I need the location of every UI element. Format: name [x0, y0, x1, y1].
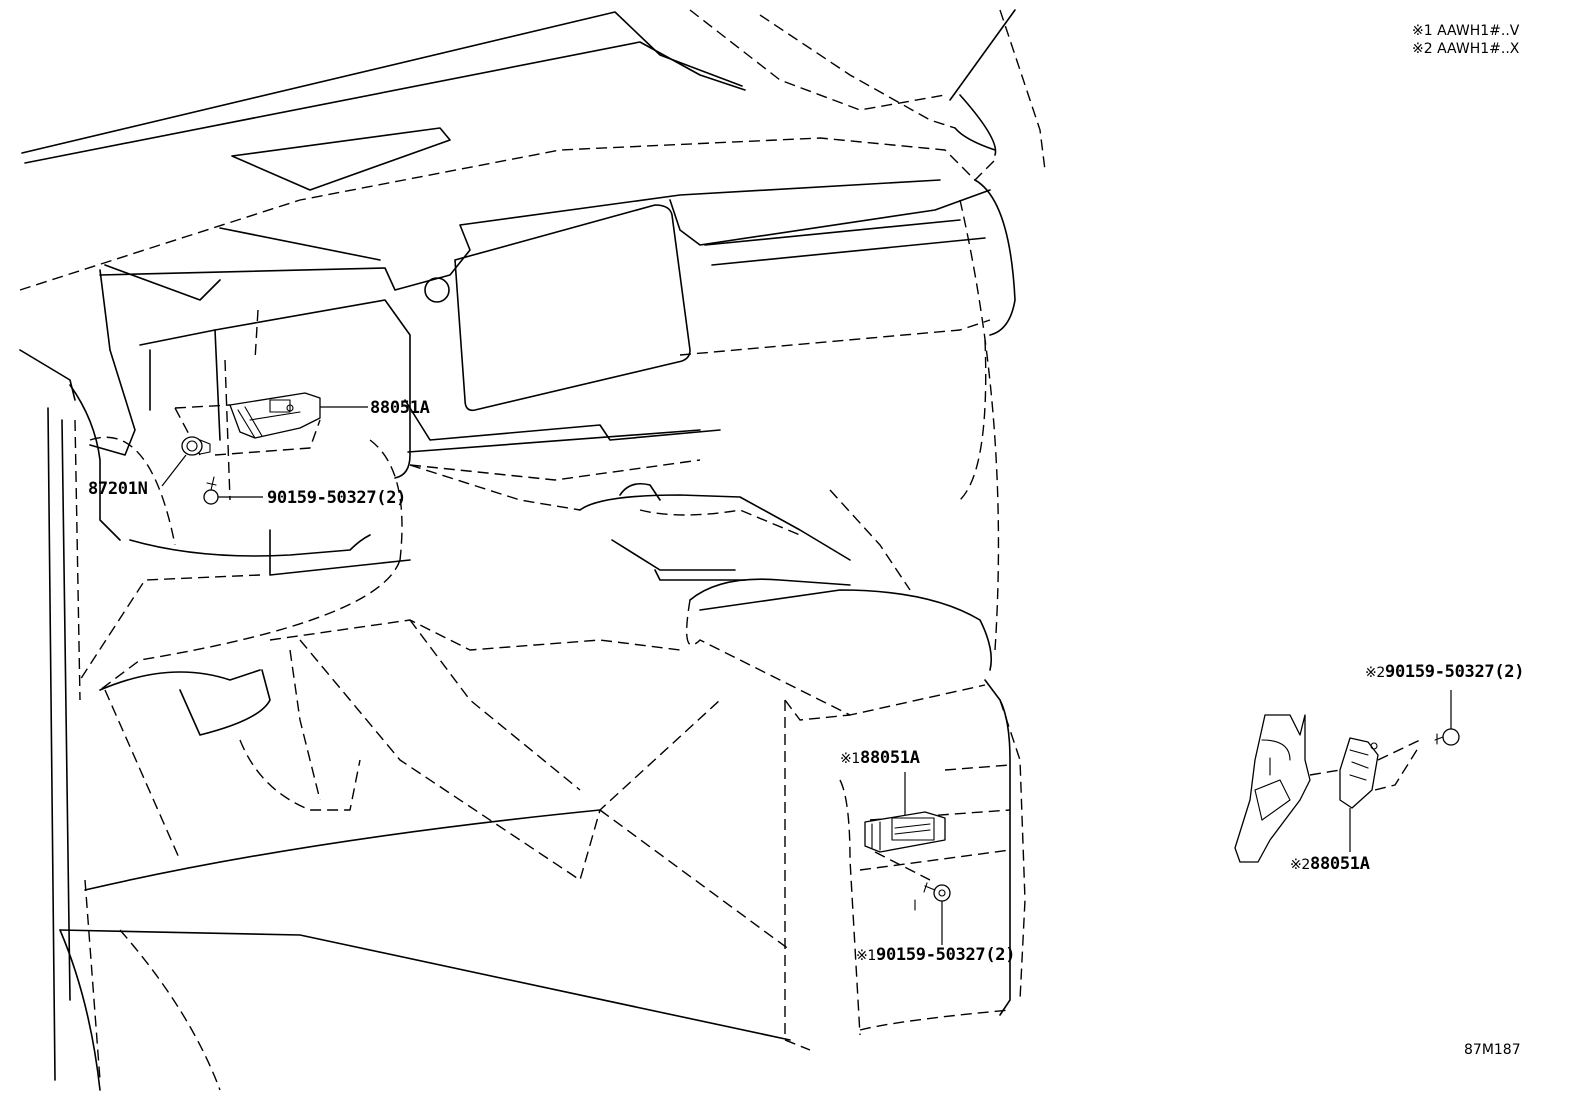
diagram-code: 87M187 [1464, 1042, 1521, 1058]
callout-switch-dash-text: 88051A [370, 398, 430, 418]
note-2-text: AAWH1#..X [1437, 41, 1520, 57]
dashboard-upper [19, 137, 1016, 481]
lower-dash-floor [59, 619, 791, 1091]
callout-switch-console: ※188051A [840, 750, 920, 767]
screw-console [914, 882, 951, 911]
callout-clip-dash: 87201N [88, 481, 148, 498]
detail-screw [1434, 728, 1460, 746]
screw-dash [203, 476, 219, 505]
clip-87201N [181, 436, 211, 456]
leader-lines [161, 406, 1452, 945]
detail-bracket [1234, 714, 1311, 863]
callout-screw-console: ※190159-50327(2) [856, 947, 1015, 964]
left-dash-panel [19, 264, 411, 1081]
callout-screw-detail-text: 90159-50327(2) [1385, 662, 1525, 682]
callout-switch-detail: ※288051A [1290, 856, 1370, 873]
note-1-mark: ※1 [1412, 23, 1433, 39]
callout-screw-console-text: 90159-50327(2) [876, 945, 1016, 965]
callout-switch-detail-mark: ※2 [1290, 857, 1311, 873]
callout-clip-dash-text: 87201N [88, 479, 148, 499]
callout-switch-console-text: 88051A [860, 748, 920, 768]
callout-switch-dash: 88051A [370, 400, 430, 417]
note-1-text: AAWH1#..V [1437, 23, 1520, 39]
note-1: ※1 AAWH1#..V [1412, 23, 1520, 39]
note-2-mark: ※2 [1412, 41, 1433, 57]
callout-screw-console-mark: ※1 [856, 948, 877, 964]
switch-88051A-console [864, 811, 946, 881]
center-console [409, 199, 1000, 716]
note-2: ※2 AAWH1#..X [1412, 41, 1520, 57]
windshield-outline [21, 9, 1046, 191]
callout-screw-detail-mark: ※2 [1365, 665, 1386, 681]
callout-screw-dash-text: 90159-50327(2) [267, 488, 407, 508]
callout-screw-dash: 90159-50327(2) [267, 490, 406, 507]
callout-switch-detail-text: 88051A [1310, 854, 1370, 874]
console-box [784, 679, 1026, 1051]
detail-switch [1309, 737, 1421, 809]
callout-screw-detail: ※290159-50327(2) [1365, 664, 1524, 681]
callout-switch-console-mark: ※1 [840, 751, 861, 767]
